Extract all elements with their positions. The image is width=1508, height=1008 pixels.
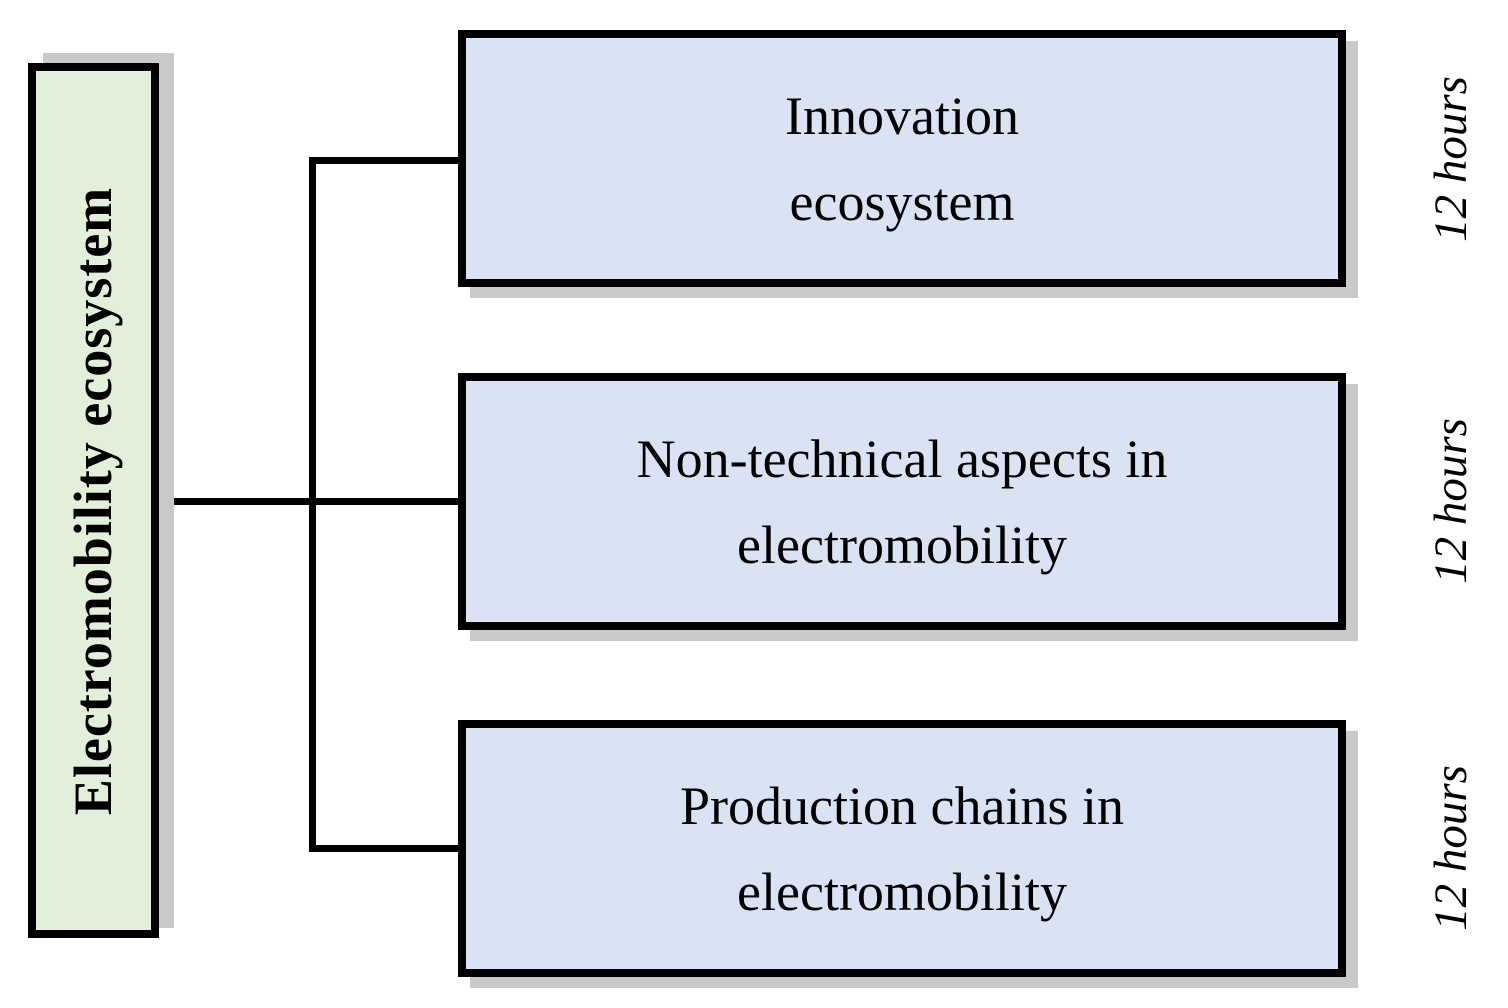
root-node-label: Electromobility ecosystem bbox=[63, 186, 124, 815]
branch-label-line: Production chains in bbox=[680, 775, 1124, 836]
duration-label-bottom: 12 hours bbox=[1425, 765, 1477, 931]
root-node-electromobility-ecosystem: Electromobility ecosystem bbox=[28, 63, 159, 938]
branch-node-label: Non-technical aspects in electromobility bbox=[637, 416, 1168, 588]
duration-label-top: 12 hours bbox=[1425, 76, 1477, 242]
branch-node-label: Production chains in electromobility bbox=[680, 763, 1124, 935]
duration-label-middle: 12 hours bbox=[1425, 418, 1477, 584]
branch-label-line: ecosystem bbox=[789, 171, 1015, 232]
branch-node-label: Innovation ecosystem bbox=[785, 73, 1019, 245]
connector-branch-bottom bbox=[309, 845, 458, 852]
connector-branch-top bbox=[309, 157, 458, 164]
branch-node-non-technical-aspects: Non-technical aspects in electromobility bbox=[458, 373, 1346, 630]
branch-node-production-chains: Production chains in electromobility bbox=[458, 720, 1346, 977]
branch-label-line: electromobility bbox=[737, 861, 1067, 922]
branch-label-line: Innovation bbox=[785, 85, 1019, 146]
branch-node-innovation-ecosystem: Innovation ecosystem bbox=[458, 30, 1346, 287]
connector-root-to-middle bbox=[159, 498, 458, 505]
branch-label-line: electromobility bbox=[737, 514, 1067, 575]
branch-label-line: Non-technical aspects in bbox=[636, 428, 1168, 489]
